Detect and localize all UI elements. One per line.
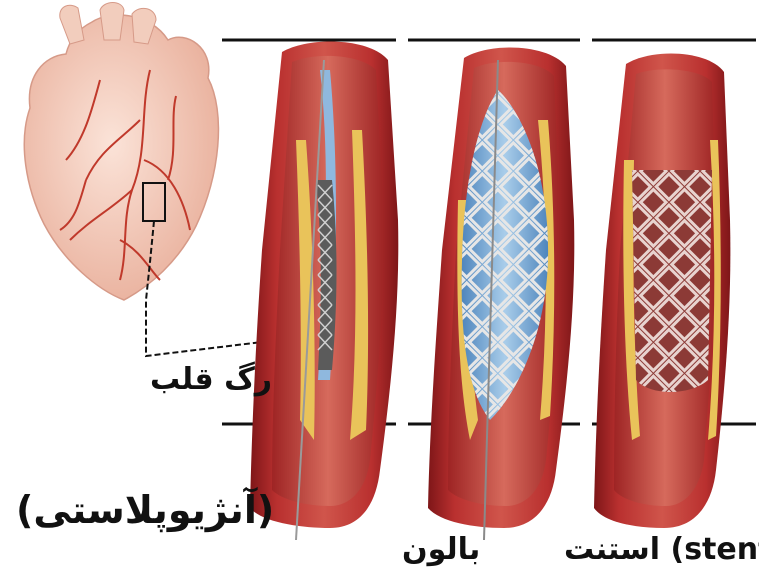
balloon-label: بالون xyxy=(402,532,480,567)
artery-label: رگ قلب xyxy=(150,362,272,397)
stent-label: (stent) استنت xyxy=(564,532,759,567)
procedure-label: (آنژیوپلاستی) xyxy=(16,488,274,532)
artery-catheter-icon xyxy=(250,42,398,540)
artery-balloon-inflated-icon xyxy=(428,48,574,540)
artery-stent-placed-icon xyxy=(594,54,730,528)
heart-illustration-icon xyxy=(24,3,218,301)
